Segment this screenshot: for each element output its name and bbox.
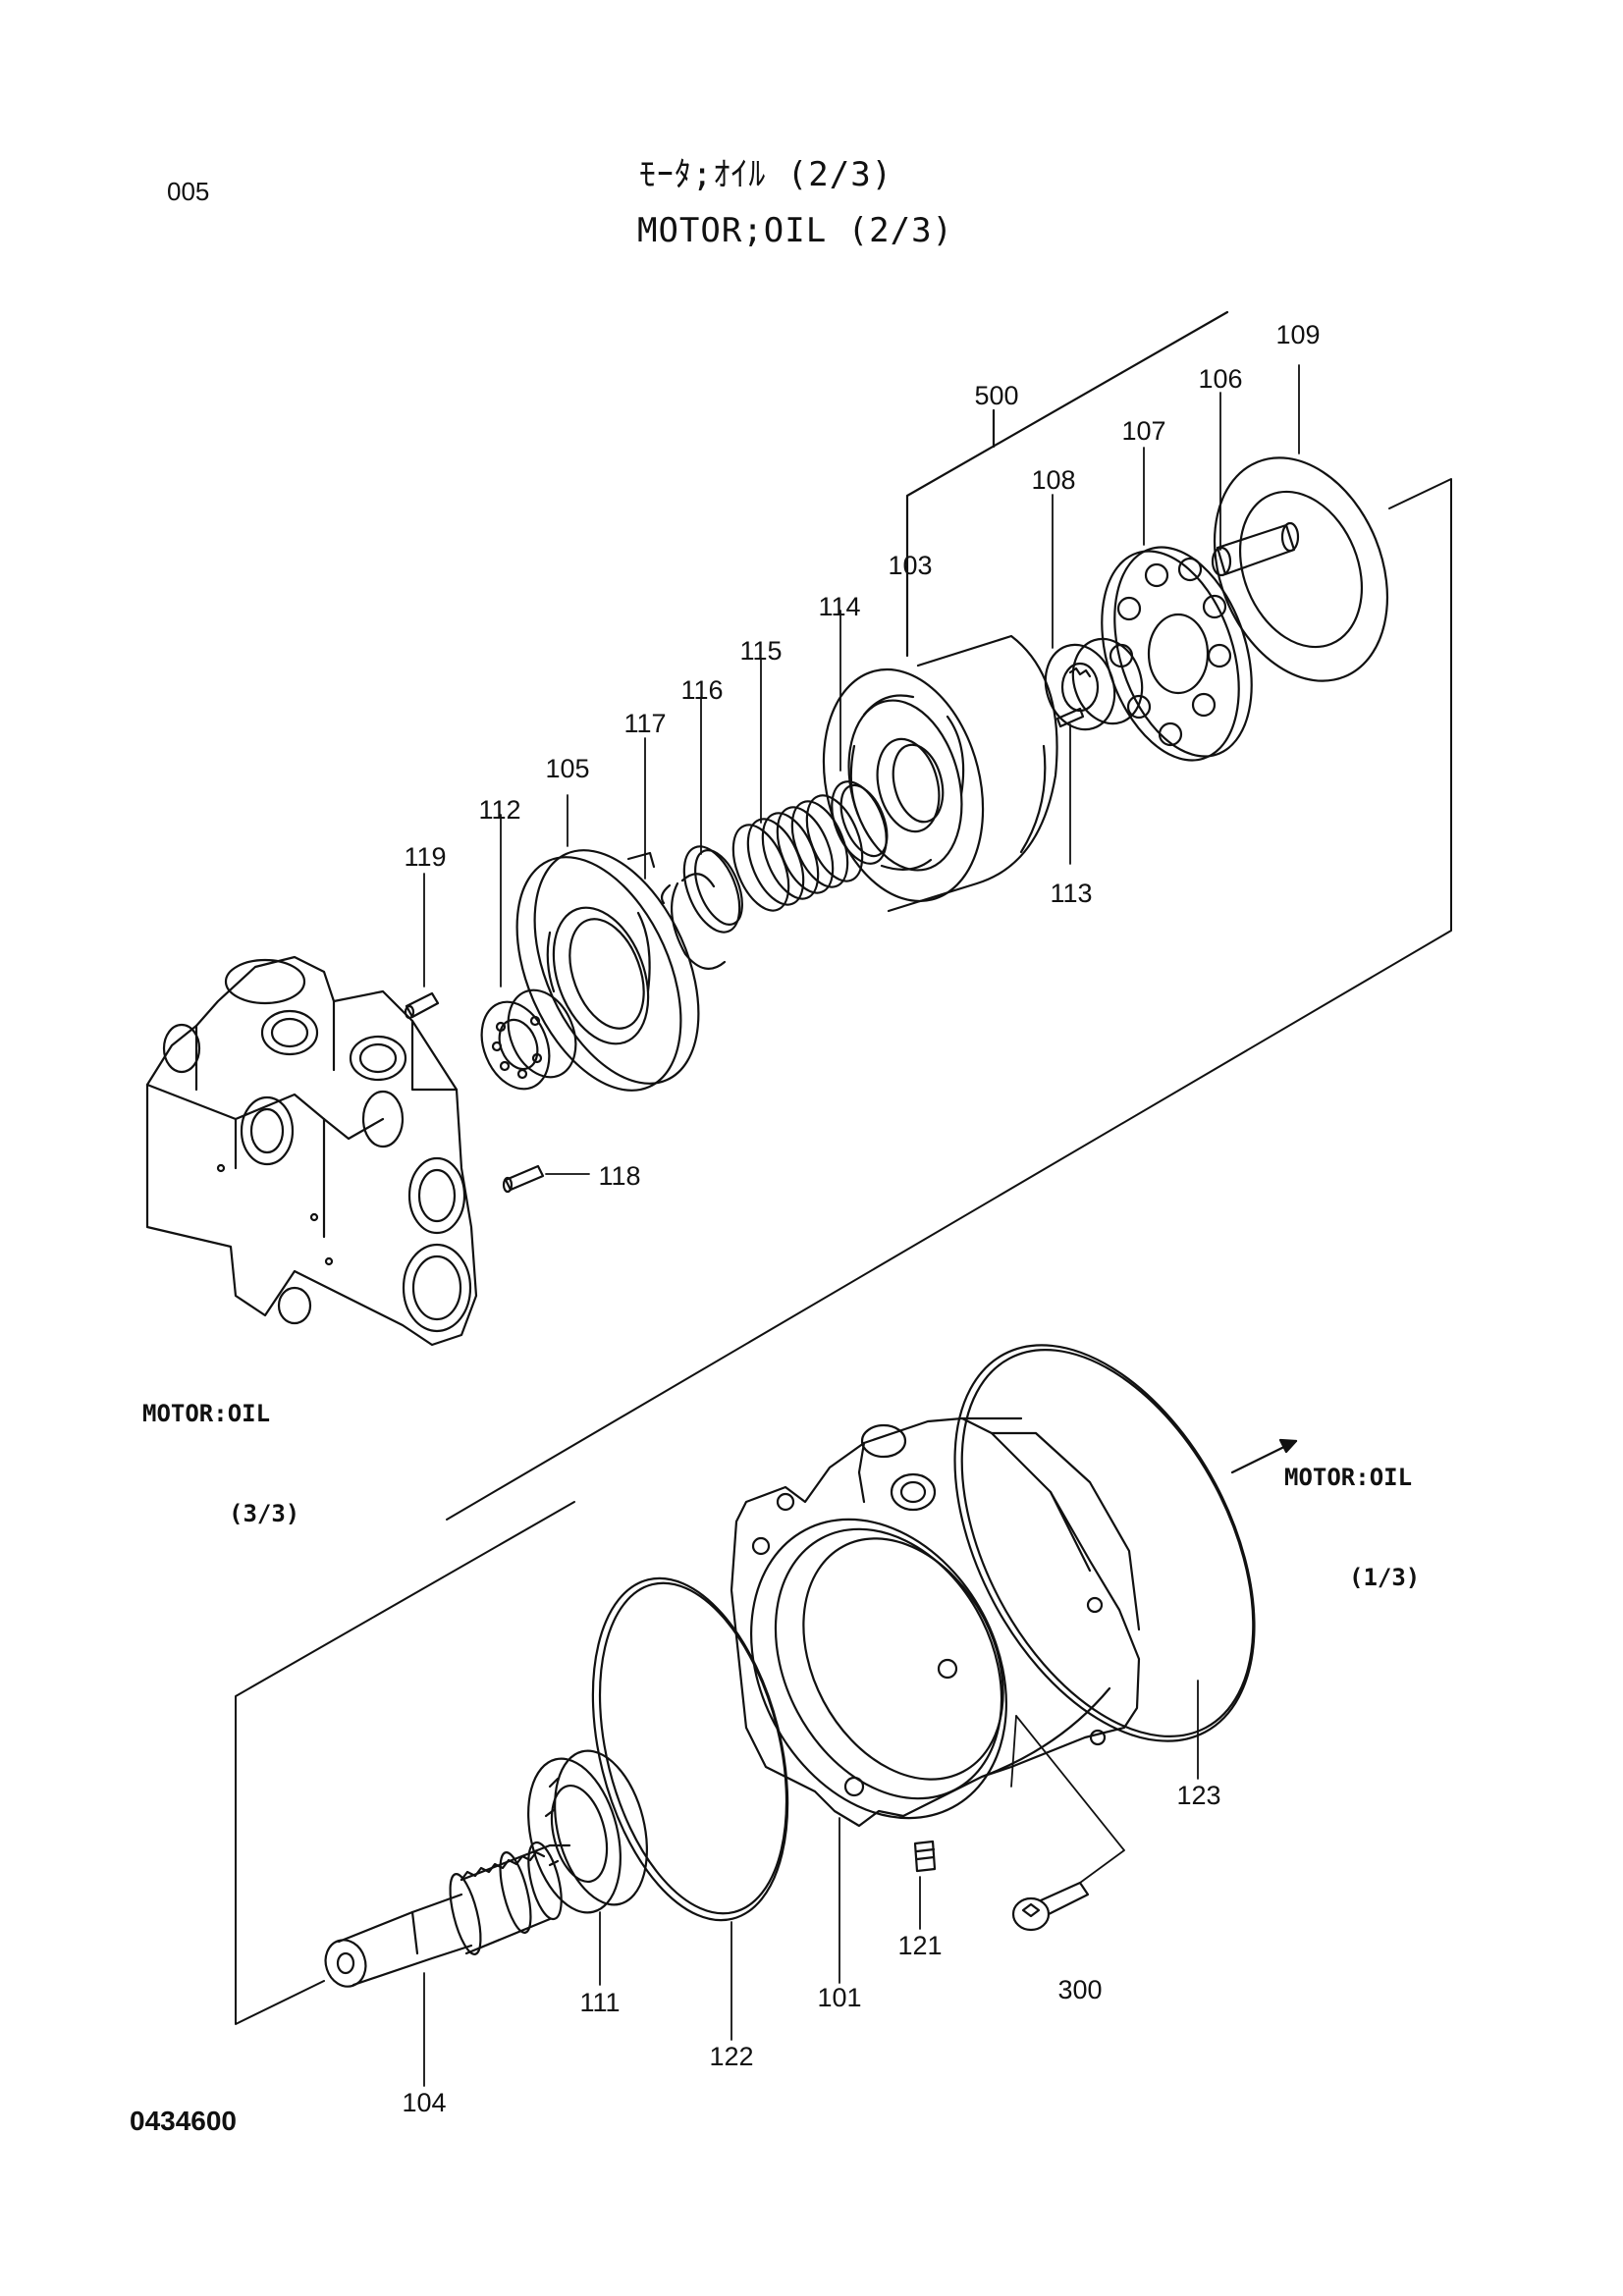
part-label-107: 107	[1121, 416, 1166, 446]
part-label-116: 116	[680, 675, 724, 705]
part-label-112: 112	[478, 795, 521, 825]
part-label-105: 105	[545, 754, 590, 783]
leader-lines-upper	[424, 365, 1299, 1174]
reference-note-upper: MOTOR:OIL (3/3)	[142, 1330, 299, 1564]
title-japanese: ﾓｰﾀ;ｵｲﾙ (2/3)	[638, 155, 893, 194]
title-english: MOTOR;OIL (2/3)	[636, 211, 954, 250]
part-label-115: 115	[739, 636, 783, 666]
part-label-103: 103	[888, 551, 933, 580]
part-300-bolt	[1013, 1883, 1088, 1930]
part-103-cylinder-block	[800, 636, 1056, 918]
part-104-shaft	[320, 1840, 569, 1992]
part-label-113: 113	[1050, 879, 1093, 908]
reference-right-line2: (1/3)	[1349, 1564, 1421, 1591]
page-number: 005	[167, 177, 210, 206]
part-114-ring	[821, 774, 896, 872]
part-label-121: 121	[897, 1931, 943, 1960]
part-label-101: 101	[817, 1983, 862, 2012]
part-121-plug	[915, 1842, 935, 1871]
part-117-snap-ring	[662, 874, 725, 969]
part-115-spring	[723, 787, 874, 918]
drawing-code: 0434600	[130, 2106, 238, 2136]
reference-upper-line2: (3/3)	[229, 1500, 300, 1527]
part-label-500: 500	[974, 381, 1019, 410]
part-label-117: 117	[623, 709, 667, 738]
part-116-washer	[674, 838, 752, 939]
part-label-111: 111	[579, 1988, 621, 2017]
part-123-o-ring	[893, 1295, 1317, 1790]
part-122-o-ring	[561, 1558, 821, 1941]
part-101-housing	[701, 1418, 1139, 1863]
part-label-118: 118	[598, 1161, 641, 1191]
part-label-108: 108	[1031, 465, 1076, 495]
reference-right-line1: MOTOR:OIL	[1284, 1464, 1413, 1491]
part-label-104: 104	[402, 2088, 447, 2117]
part-label-123: 123	[1176, 1781, 1221, 1810]
enclosure-frame	[236, 479, 1451, 2024]
part-109-plate	[1183, 432, 1419, 707]
reference-arrow	[1232, 1440, 1296, 1472]
part-113-pin	[1057, 709, 1083, 726]
part-label-300: 300	[1057, 1975, 1103, 2004]
part-112-bearing	[469, 980, 588, 1098]
assembly-500-bracket	[907, 312, 1227, 656]
reference-upper-line1: MOTOR:OIL	[142, 1400, 271, 1427]
part-label-119: 119	[404, 842, 447, 872]
part-108-bushing	[1035, 630, 1153, 739]
valve-block-housing	[147, 957, 476, 1345]
leader-lines-lower	[424, 1681, 1198, 2086]
part-label-109: 109	[1275, 320, 1321, 349]
part-label-106: 106	[1198, 364, 1243, 394]
part-label-114: 114	[818, 592, 861, 621]
part-label-122: 122	[709, 2042, 754, 2071]
part-119-pin	[406, 993, 438, 1018]
part-118-pin	[504, 1166, 543, 1192]
part-106-pin	[1213, 523, 1298, 575]
reference-note-right: MOTOR:OIL (1/3)	[1284, 1394, 1420, 1628]
